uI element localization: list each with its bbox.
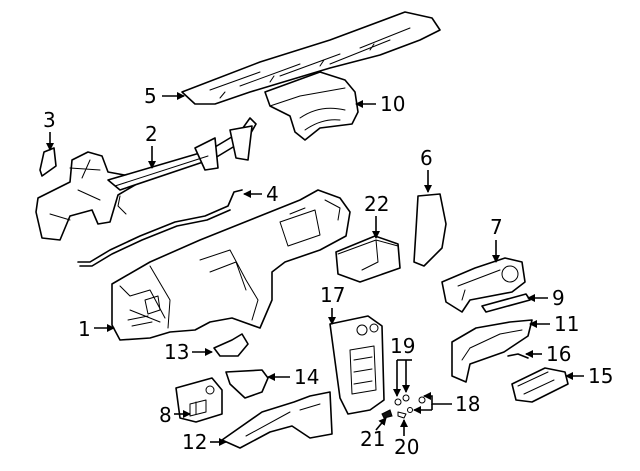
- part-3-bracket: [39, 147, 57, 177]
- callout-20: 20: [394, 419, 419, 459]
- part-10-cluster-hood: [264, 71, 359, 141]
- part-17-center-bezel: [329, 315, 385, 415]
- part-2-cross-car-beam: [35, 117, 257, 241]
- callout-19: 19: [390, 334, 415, 397]
- part-15-glove-bin: [511, 367, 569, 403]
- part-5-top-panel: [181, 11, 441, 105]
- callout-21: 21: [360, 417, 387, 451]
- callout-18: 18: [413, 392, 480, 416]
- svg-text:2: 2: [145, 122, 158, 146]
- callout-1: 1: [78, 317, 115, 341]
- callout-9: 9: [527, 286, 565, 310]
- svg-text:11: 11: [554, 312, 579, 336]
- callout-22: 22: [364, 192, 389, 239]
- svg-text:17: 17: [320, 283, 345, 307]
- part-1-instrument-panel: [111, 189, 351, 341]
- svg-text:16: 16: [546, 342, 571, 366]
- callout-12: 12: [182, 430, 227, 454]
- svg-text:9: 9: [552, 286, 565, 310]
- svg-text:19: 19: [390, 334, 415, 358]
- part-13-shield: [213, 333, 249, 357]
- svg-text:15: 15: [588, 364, 613, 388]
- callout-4: 4: [243, 182, 279, 206]
- callout-8: 8: [159, 403, 191, 427]
- callout-16: 16: [525, 342, 571, 366]
- callout-3: 3: [43, 108, 56, 151]
- callout-7: 7: [490, 215, 503, 263]
- callout-17: 17: [320, 283, 345, 325]
- callout-14: 14: [267, 365, 319, 389]
- svg-text:7: 7: [490, 215, 503, 239]
- svg-text:3: 3: [43, 108, 56, 132]
- part-6-side-trim: [413, 193, 447, 267]
- part-12-lower-panel: [221, 391, 333, 449]
- svg-text:21: 21: [360, 427, 385, 451]
- svg-text:18: 18: [455, 392, 480, 416]
- svg-text:10: 10: [380, 92, 405, 116]
- callout-10: 10: [355, 92, 405, 116]
- part-16-latch-rod: [507, 353, 529, 359]
- svg-text:4: 4: [266, 182, 279, 206]
- part-11-glove-door: [451, 319, 533, 383]
- svg-text:22: 22: [364, 192, 389, 216]
- callout-13: 13: [164, 340, 213, 364]
- part-4-rod: [77, 189, 243, 267]
- callout-2: 2: [145, 122, 158, 169]
- callout-6: 6: [420, 146, 433, 193]
- callout-5: 5: [144, 84, 185, 108]
- callout-15: 15: [565, 364, 613, 388]
- svg-text:20: 20: [394, 435, 419, 459]
- parts-small-hardware: [381, 394, 426, 419]
- svg-text:1: 1: [78, 317, 91, 341]
- svg-text:12: 12: [182, 430, 207, 454]
- svg-text:13: 13: [164, 340, 189, 364]
- callout-11: 11: [529, 312, 579, 336]
- svg-text:6: 6: [420, 146, 433, 170]
- svg-text:14: 14: [294, 365, 319, 389]
- svg-text:5: 5: [144, 84, 157, 108]
- part-8-knee-piece: [175, 377, 223, 423]
- svg-text:8: 8: [159, 403, 172, 427]
- part-7-panel-housing: [441, 257, 526, 313]
- part-14-lower-trim: [225, 369, 269, 399]
- part-22-storage-box: [335, 235, 401, 283]
